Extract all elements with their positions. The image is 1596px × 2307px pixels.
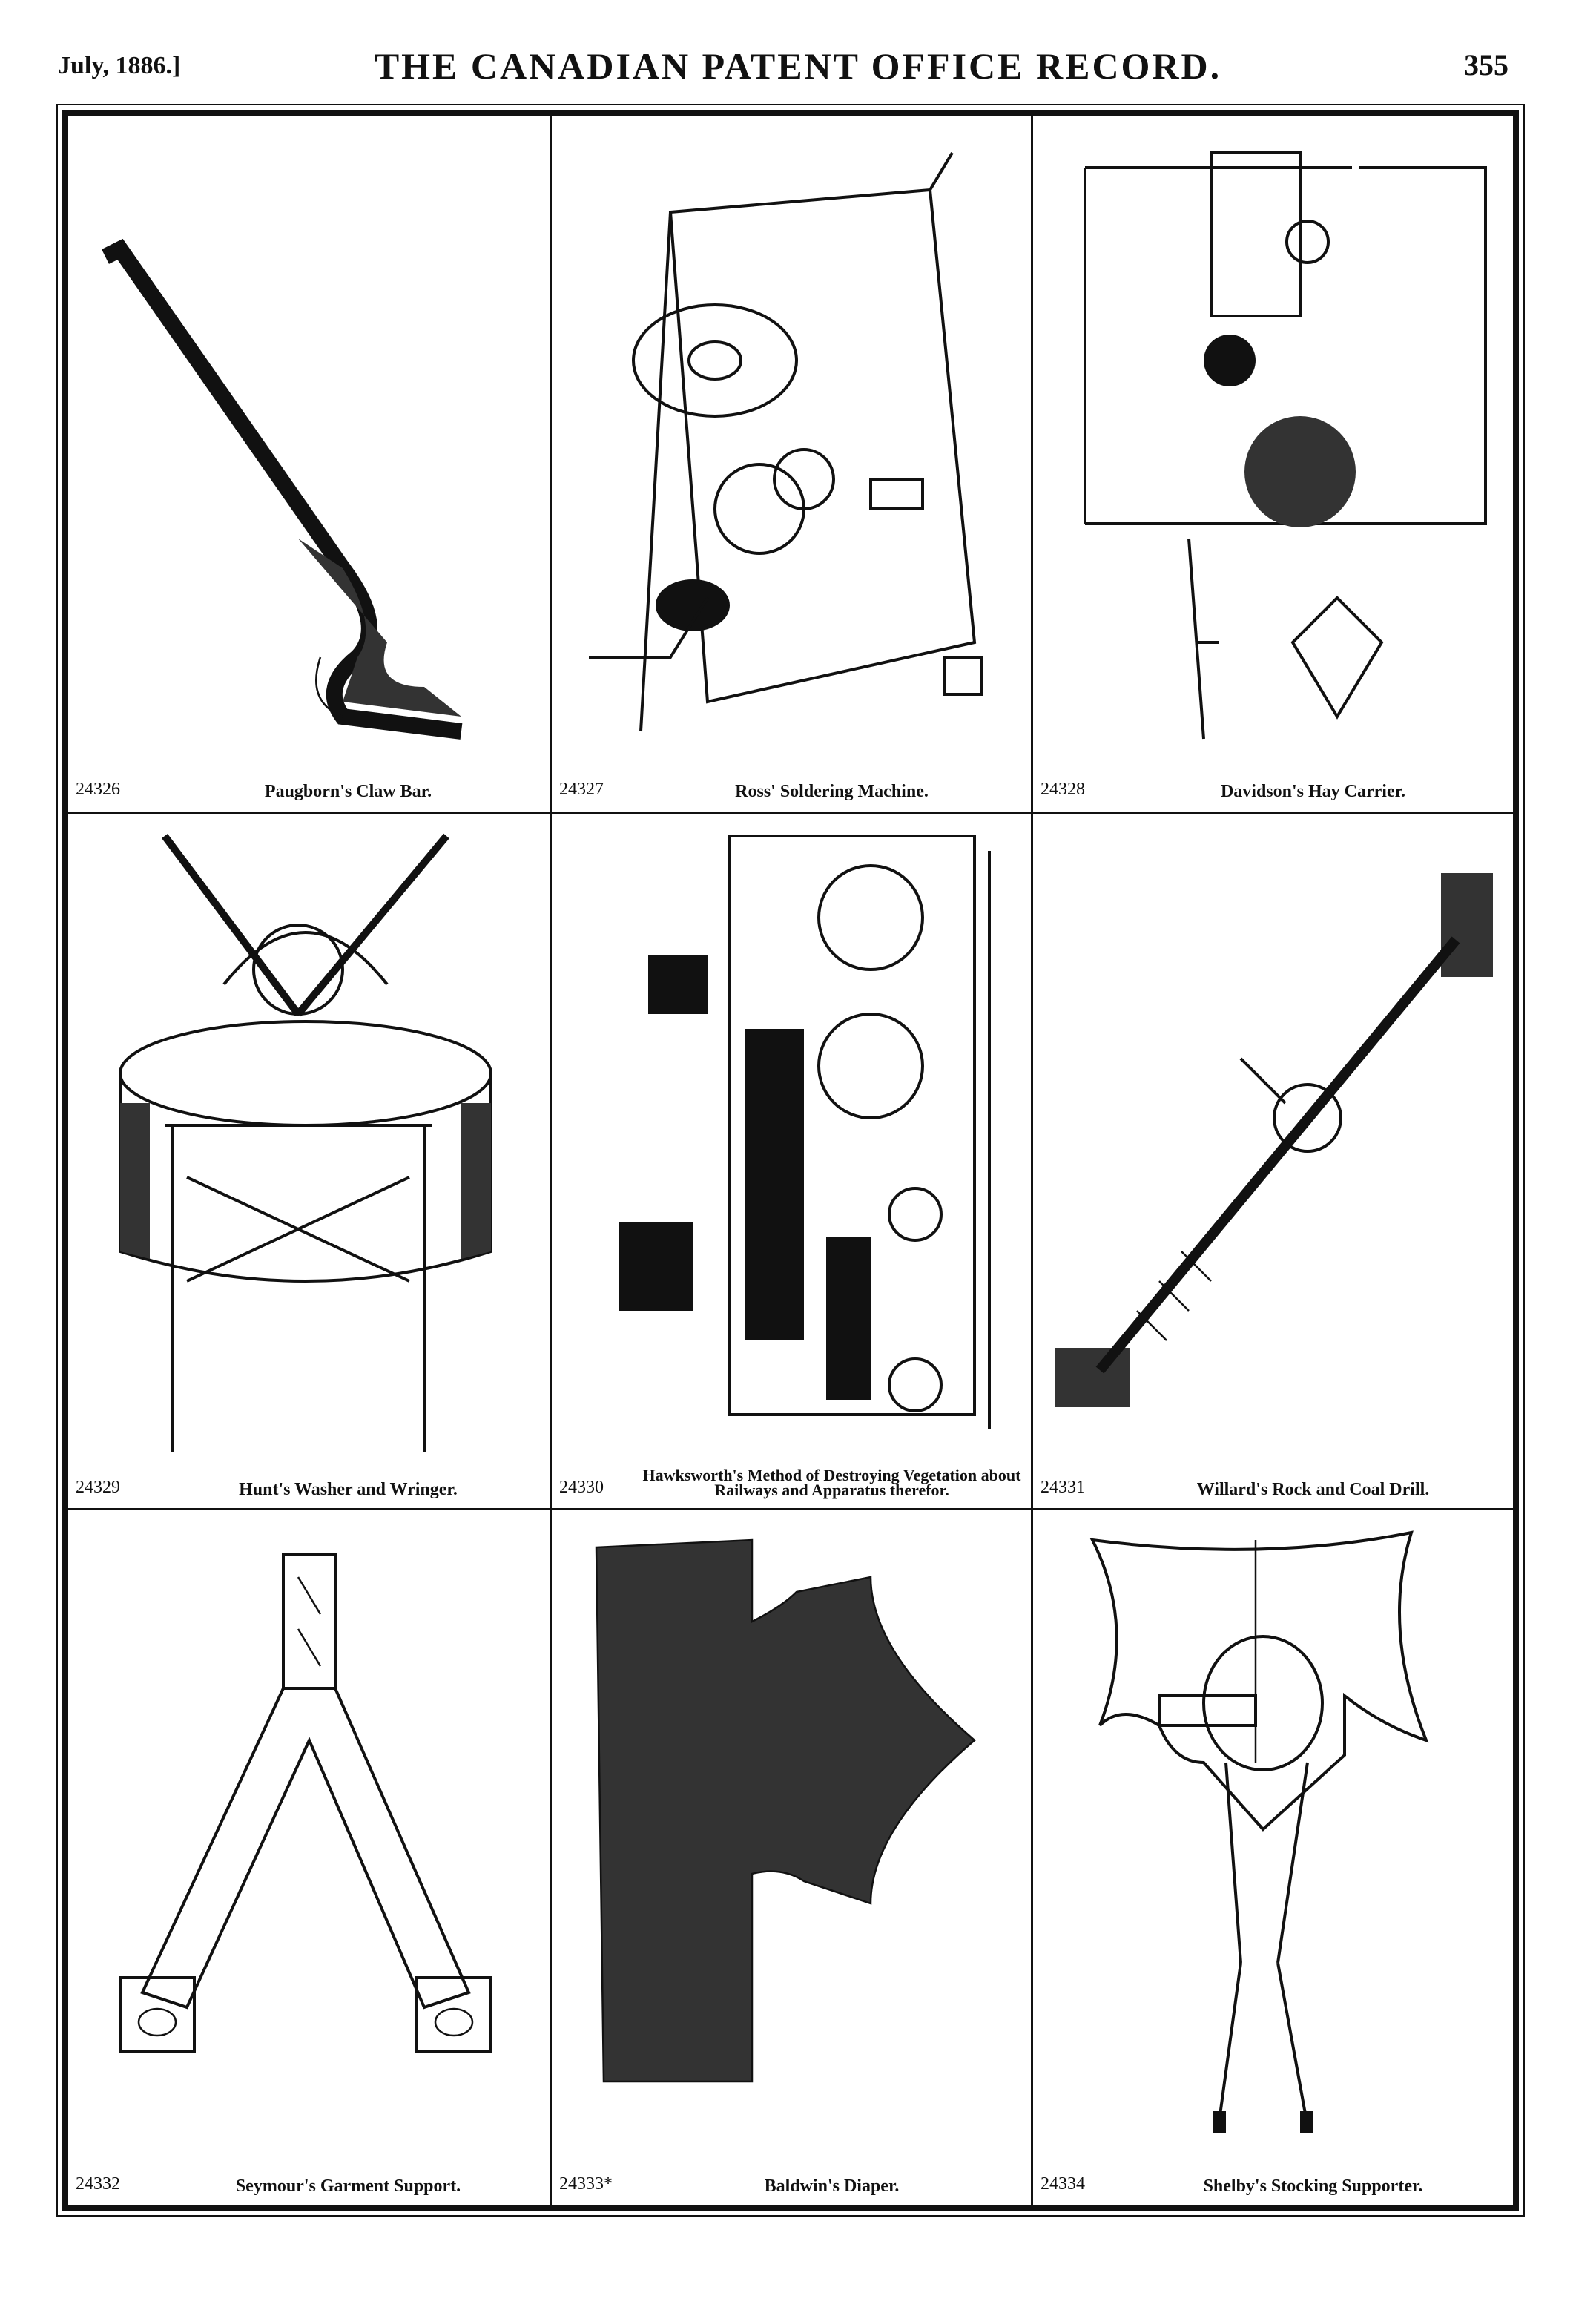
figure-caption: 24332 Seymour's Garment Support. xyxy=(68,2150,550,2196)
patent-number: 24334 xyxy=(1041,2174,1085,2194)
hay-carrier-illustration xyxy=(1041,123,1507,754)
patent-number: 24330 xyxy=(559,1478,604,1497)
grid-divider-horizontal xyxy=(68,812,1513,814)
patent-number: 24331 xyxy=(1041,1478,1085,1497)
patent-number: 24326 xyxy=(76,780,120,799)
patent-number: 24328 xyxy=(1041,780,1085,799)
locomotive-illustration xyxy=(559,821,1026,1452)
patent-number: 24333* xyxy=(559,2174,613,2194)
patent-number: 24329 xyxy=(76,1478,120,1497)
figure-caption: 24329 Hunt's Washer and Wringer. xyxy=(68,1453,550,1498)
grid-divider-vertical xyxy=(1031,116,1033,2205)
figure-cell: 24332 Seymour's Garment Support. xyxy=(68,1510,550,2206)
figure-cell: 24331 Willard's Rock and Coal Drill. xyxy=(1033,814,1514,1510)
rock-drill-illustration xyxy=(1041,821,1507,1452)
figure-caption: 24330 Hawksworth's Method of Destroying … xyxy=(552,1453,1033,1498)
washer-wringer-illustration xyxy=(76,821,542,1452)
page-header: July, 1886.] THE CANADIAN PATENT OFFICE … xyxy=(0,42,1596,108)
page-number: 355 xyxy=(1464,48,1508,82)
figure-caption: 24328 Davidson's Hay Carrier. xyxy=(1033,755,1514,800)
garment-support-illustration xyxy=(76,1518,542,2148)
issue-date: July, 1886.] xyxy=(58,52,181,79)
stocking-supporter-illustration xyxy=(1041,1518,1507,2148)
figure-title: Seymour's Garment Support. xyxy=(235,2176,461,2196)
figure-title: Hunt's Washer and Wringer. xyxy=(239,1480,458,1499)
figure-title: Baldwin's Diaper. xyxy=(764,2176,900,2196)
figure-cell: 24329 Hunt's Washer and Wringer. xyxy=(68,814,550,1510)
figure-cell: 24328 Davidson's Hay Carrier. xyxy=(1033,116,1514,812)
figure-caption: 24334 Shelby's Stocking Supporter. xyxy=(1033,2150,1514,2196)
figure-title: Shelby's Stocking Supporter. xyxy=(1203,2176,1423,2196)
patent-number: 24332 xyxy=(76,2174,120,2194)
figure-title: Paugborn's Claw Bar. xyxy=(264,782,432,801)
page-title: THE CANADIAN PATENT OFFICE RECORD. xyxy=(374,45,1222,87)
figure-title: Ross' Soldering Machine. xyxy=(735,782,929,801)
figure-caption: 24327 Ross' Soldering Machine. xyxy=(552,755,1033,800)
figure-caption: 24331 Willard's Rock and Coal Drill. xyxy=(1033,1453,1514,1498)
figure-cell: 24330 Hawksworth's Method of Destroying … xyxy=(552,814,1033,1510)
grid-divider-horizontal xyxy=(68,1508,1513,1510)
grid-divider-vertical xyxy=(550,116,552,2205)
figure-cell: 24334 Shelby's Stocking Supporter. xyxy=(1033,1510,1514,2206)
figure-cell: 24326 Paugborn's Claw Bar. xyxy=(68,116,550,812)
figure-caption: 24326 Paugborn's Claw Bar. xyxy=(68,755,550,800)
claw-bar-illustration xyxy=(76,123,542,754)
figure-cell: 24333* Baldwin's Diaper. xyxy=(552,1510,1033,2206)
figure-title: Willard's Rock and Coal Drill. xyxy=(1196,1480,1430,1499)
figure-caption: 24333* Baldwin's Diaper. xyxy=(552,2150,1033,2196)
soldering-machine-illustration xyxy=(559,123,1026,754)
diaper-illustration xyxy=(559,1518,1026,2148)
figure-title: Davidson's Hay Carrier. xyxy=(1220,782,1406,801)
figure-cell: 24327 Ross' Soldering Machine. xyxy=(552,116,1033,812)
figure-title: Hawksworth's Method of Destroying Vegeta… xyxy=(642,1466,1021,1499)
figure-plate-frame: 24326 Paugborn's Claw Bar. xyxy=(56,104,1525,2217)
patent-number: 24327 xyxy=(559,780,604,799)
figure-grid: 24326 Paugborn's Claw Bar. xyxy=(68,116,1513,2205)
